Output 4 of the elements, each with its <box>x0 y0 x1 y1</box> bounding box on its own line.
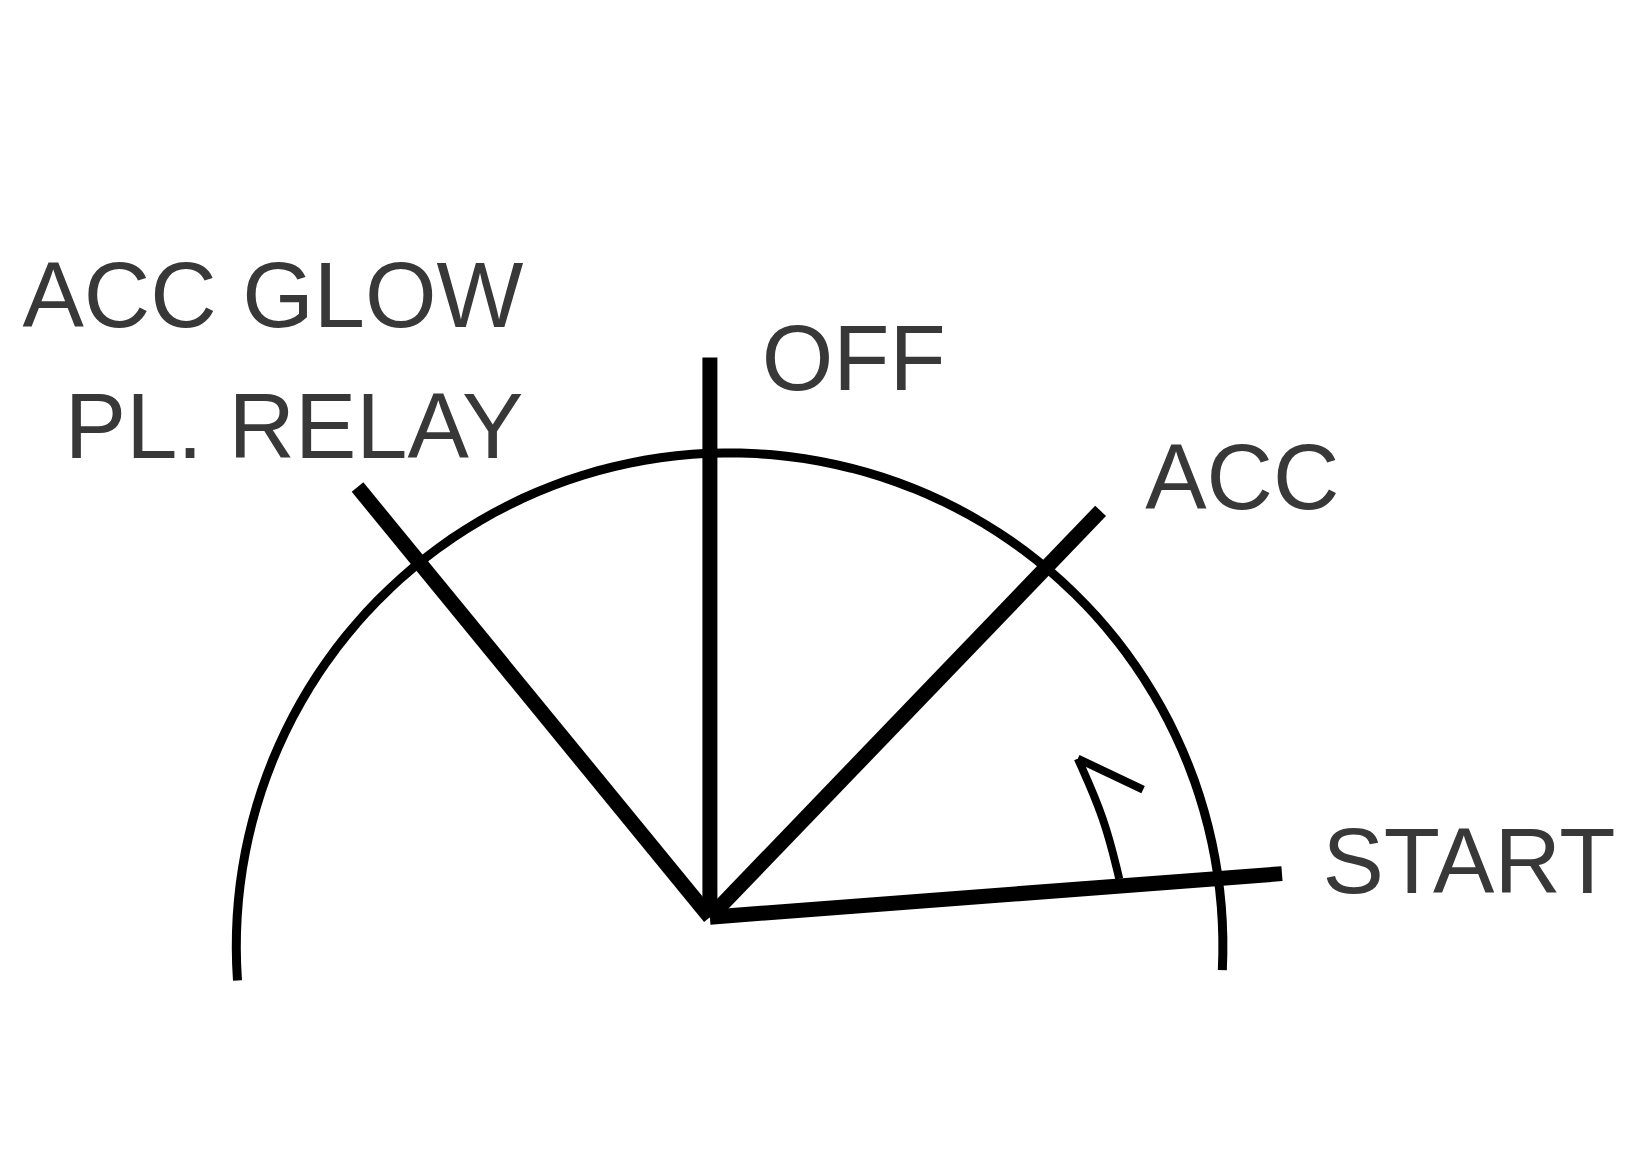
position-label: ACC <box>1145 425 1340 531</box>
position-label: OFF <box>761 306 946 412</box>
position-label: START <box>1322 808 1616 914</box>
position-label: ACC GLOW PL. RELAY <box>21 243 524 479</box>
